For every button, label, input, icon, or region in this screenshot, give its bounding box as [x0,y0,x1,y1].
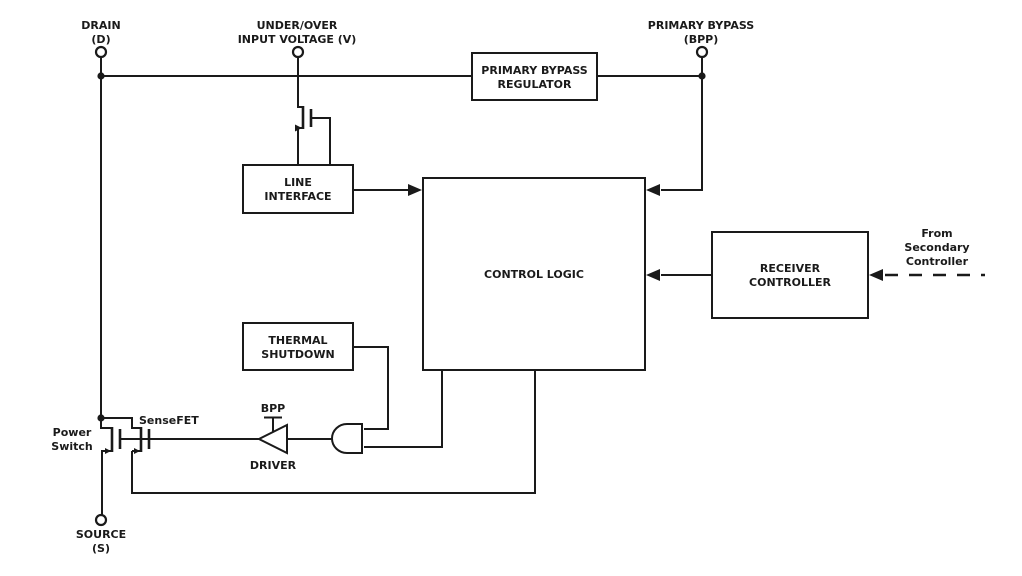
receiver-controller-label-line1: RECEIVER [760,262,821,275]
arrowhead-into-control-logic-left [408,184,422,196]
arrowhead-into-control-logic-mid-right [646,269,660,281]
wire-control-logic-to-and-gate [364,370,443,448]
arrowhead-into-control-logic-top-right [646,184,660,196]
thermal-shutdown-label-line1: THERMAL [268,334,327,347]
wire-thermal-to-and-gate [353,346,389,430]
primary-bypass-regulator-label-line1: PRIMARY BYPASS [481,64,587,77]
drain-label-line1: DRAIN [81,19,120,32]
input-voltage-label-line1: UNDER/OVER [257,19,338,32]
power-switch-label-line1: Power [53,426,92,439]
powerfet-source-lead [101,450,112,515]
sensefet-label: SenseFET [139,414,199,427]
wire-feedback-loop [131,370,536,494]
vfet-source-arrow [295,124,302,132]
and-gate [331,423,363,454]
junction-drain-topline [97,72,105,80]
powerfet-source-arrow [105,448,111,454]
wire-bpp-to-control-logic [661,76,703,191]
thermal-shutdown-label-line2: SHUTDOWN [261,348,334,361]
junction-bpp-topline [698,72,706,80]
driver-label: DRIVER [250,459,297,472]
wire-v-terminal-drop [297,57,303,108]
arrowhead-into-receiver [869,269,883,281]
drain-label-line2: (D) [91,33,110,46]
source-label-line2: (S) [92,542,110,555]
vfet-gate-lead [311,117,331,165]
source-terminal [94,513,108,527]
driver-bpp-label: BPP [261,402,286,415]
driver-bpp-tap [264,416,282,432]
source-label-line1: SOURCE [76,528,126,541]
vfet-source-lead [297,127,303,165]
wire-drain-vertical [100,57,112,429]
receiver-controller-block [711,231,869,319]
control-logic-label: CONTROL LOGIC [484,268,584,281]
line-interface-label-line1: LINE [284,176,312,189]
primary-bypass-terminal [695,45,709,59]
driver-triangle [256,423,288,455]
drain-terminal [94,45,108,59]
from-secondary-label-line1: From [921,227,952,240]
line-interface-label-line2: INTERFACE [264,190,331,203]
sensefet-source-arrow [134,448,140,454]
from-secondary-label-line2: Secondary [904,241,969,254]
thermal-shutdown-block [242,322,354,371]
primary-bypass-label-line1: PRIMARY BYPASS [648,19,754,32]
input-voltage-terminal [291,45,305,59]
control-logic-block [422,177,646,371]
primary-bypass-regulator-block [471,52,598,101]
power-switch-label-line2: Switch [51,440,92,453]
line-interface-block [242,164,354,214]
primary-bypass-regulator-label-line2: REGULATOR [498,78,572,91]
receiver-controller-label-line2: CONTROLLER [749,276,831,289]
junction-drain-powerfet [97,414,105,422]
from-secondary-label-line3: Controller [906,255,969,268]
primary-bypass-label-line2: (BPP) [684,33,719,46]
input-voltage-label-line2: INPUT VOLTAGE (V) [238,33,357,46]
sensefet-drain-lead [101,417,141,429]
